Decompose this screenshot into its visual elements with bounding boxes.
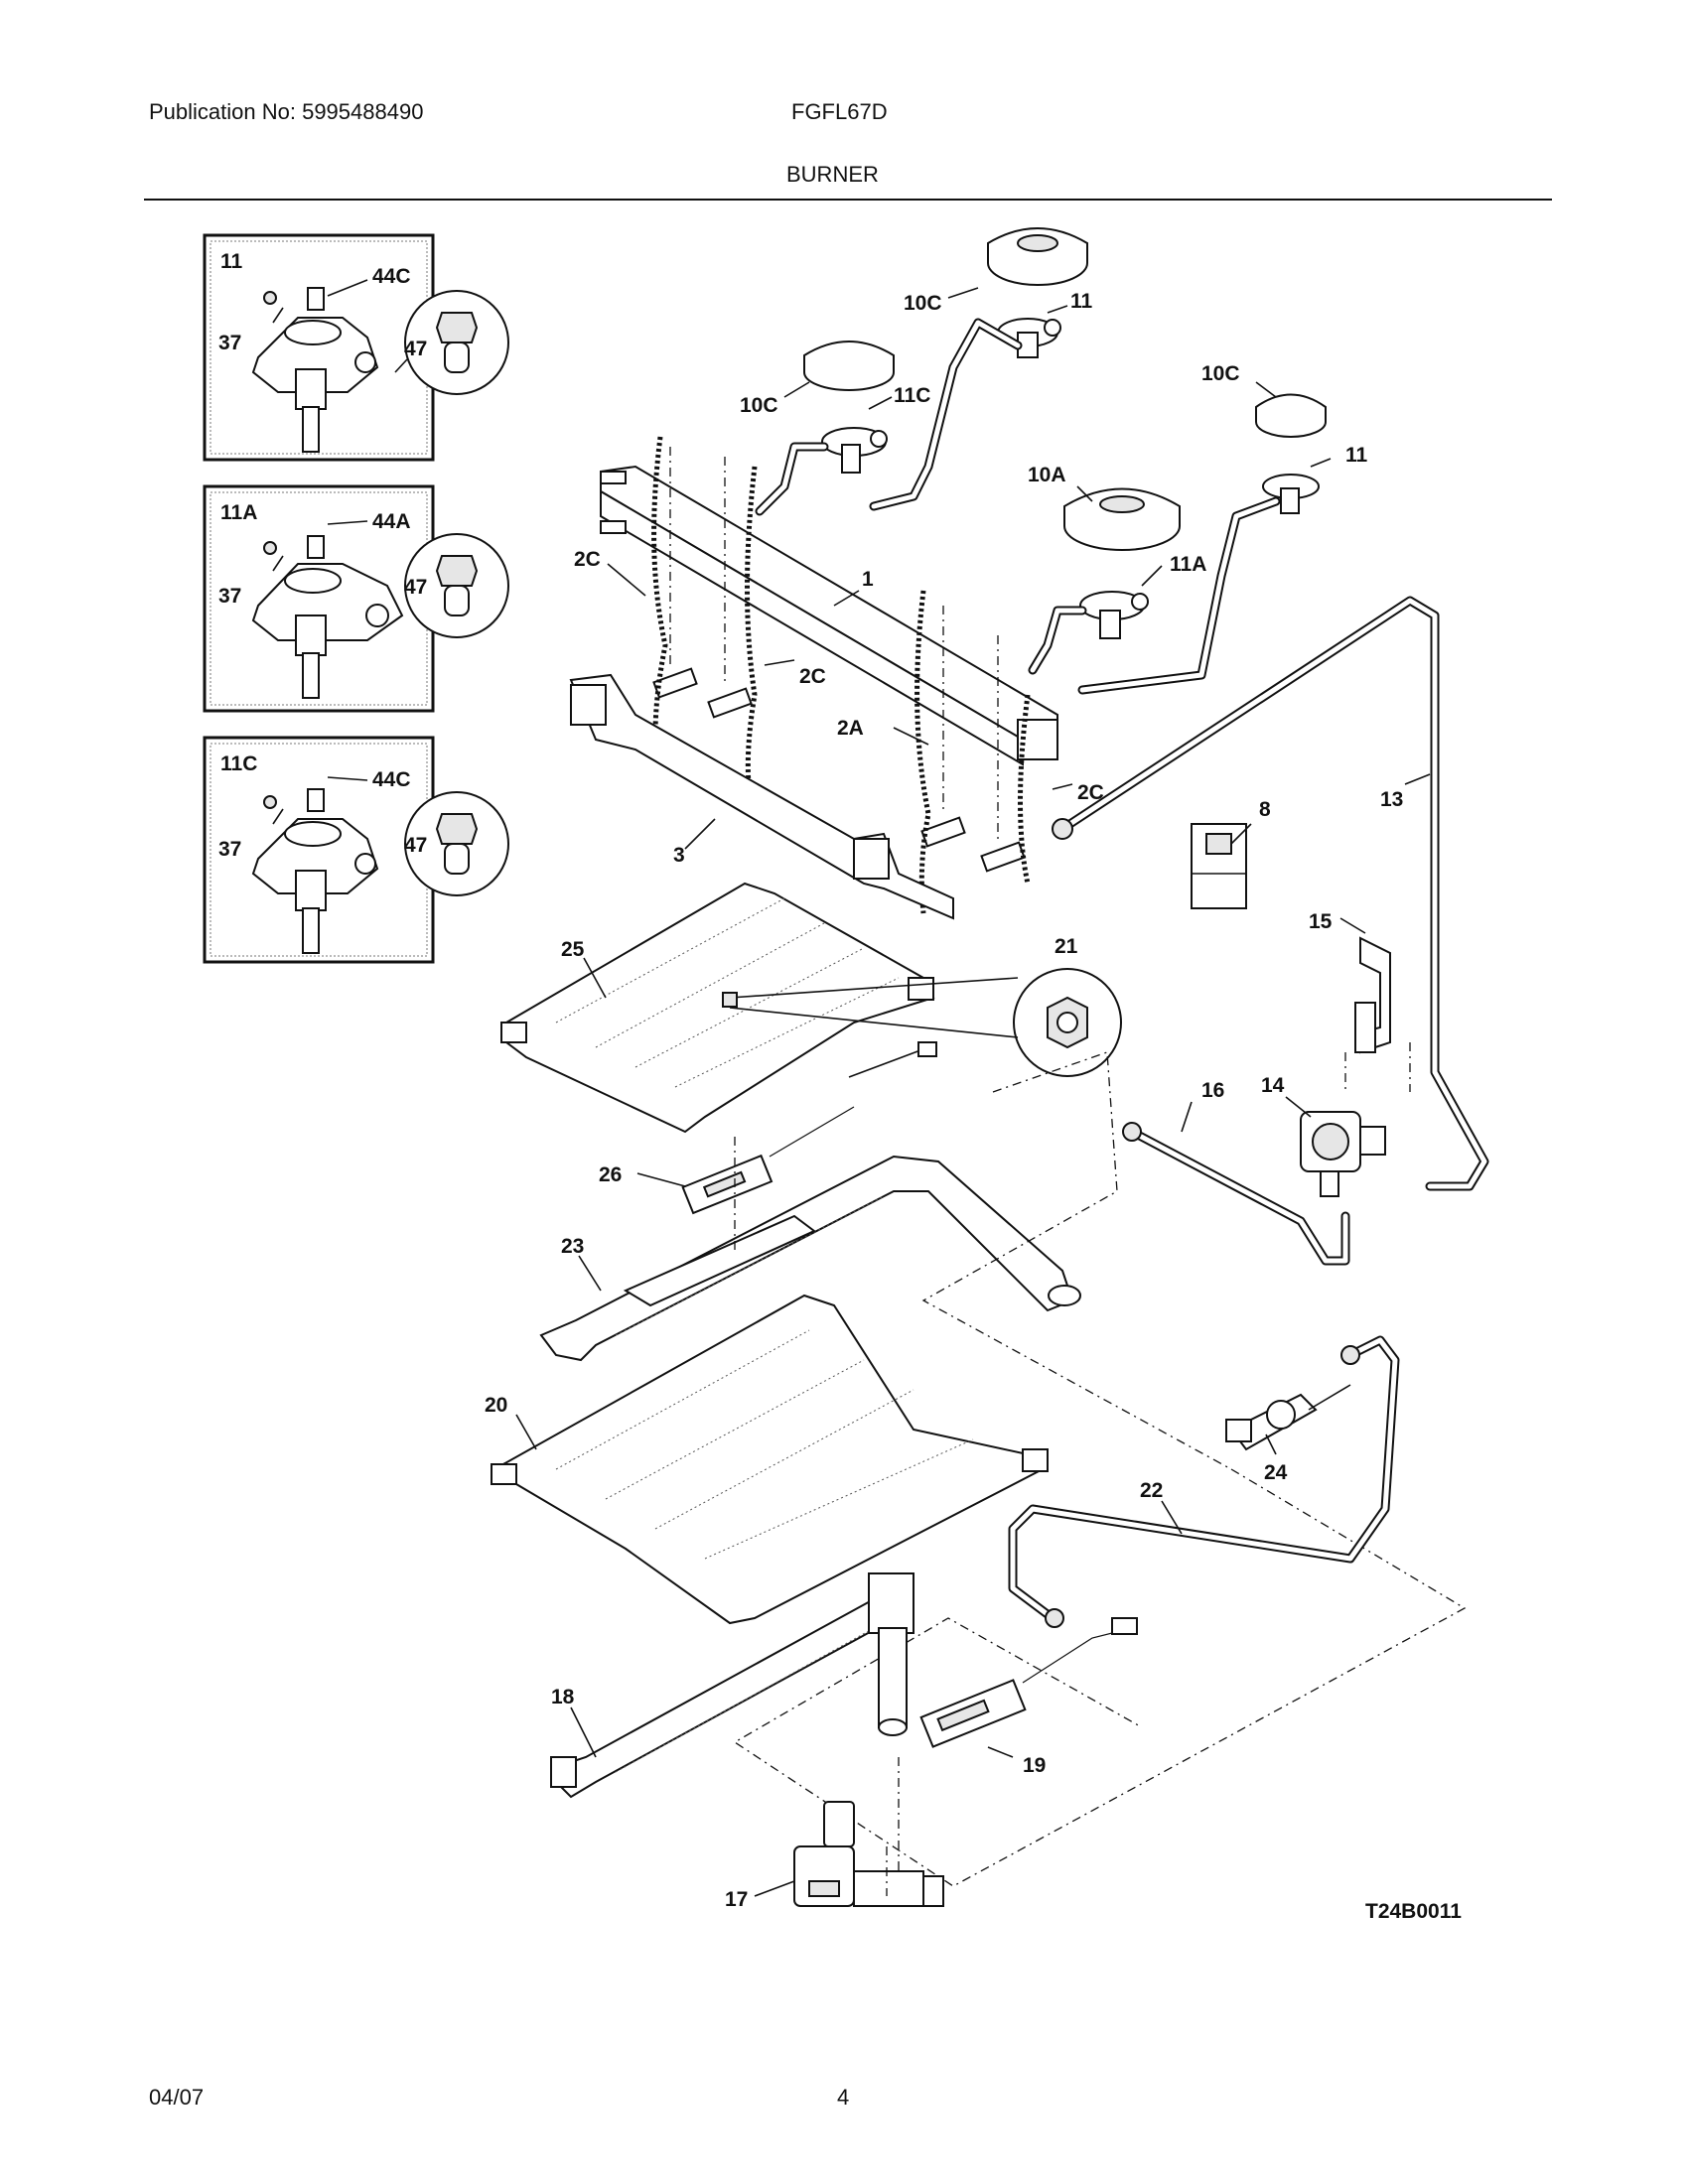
inset-panel-11c: 11C 44C 37 47 [203, 736, 509, 964]
valve-11c [821, 427, 888, 474]
burner-tube-23 [539, 1155, 1081, 1362]
callout-1: 1 [862, 568, 874, 591]
valve-drawing-icon [251, 535, 404, 699]
callout-2a: 2A [837, 717, 864, 740]
assembly-guide [921, 1051, 1232, 1470]
leader-lines [515, 287, 1431, 1897]
inset-detail-label: 47 [404, 338, 427, 360]
callout-13: 13 [1380, 788, 1403, 811]
manifold-bracket [600, 465, 1058, 766]
model-number: FGFL67D [791, 99, 888, 124]
burner-head-10c-right [1255, 393, 1327, 438]
callout-15: 15 [1309, 910, 1333, 933]
callout-10c-right: 10C [1201, 362, 1240, 385]
heat-shield-20 [491, 1294, 1049, 1625]
tube-22 [1008, 1335, 1400, 1623]
spark-wire [745, 466, 758, 795]
callout-22: 22 [1140, 1479, 1163, 1502]
callout-20: 20 [485, 1394, 507, 1417]
inset-orifice-label: 44A [372, 510, 411, 533]
callout-24: 24 [1264, 1461, 1288, 1484]
spark-module-8 [1191, 823, 1247, 909]
valve-drawing-icon [251, 788, 379, 954]
broil-burner-18 [550, 1572, 914, 1799]
callout-19: 19 [1023, 1754, 1046, 1777]
callout-14: 14 [1261, 1074, 1285, 1097]
callout-2c-mid: 2C [799, 665, 826, 688]
callout-21: 21 [1055, 935, 1078, 958]
igniter-19 [919, 1617, 1138, 1748]
supply-tube [869, 318, 1023, 511]
valve-11a [1079, 591, 1149, 639]
inset-screw-label: 37 [218, 585, 241, 608]
burner-baffle [623, 1214, 816, 1307]
valve-drawing-icon [251, 287, 379, 453]
manifold-rail-3 [569, 673, 954, 920]
callout-16: 16 [1201, 1079, 1224, 1102]
callout-18: 18 [551, 1686, 575, 1708]
burner-head-10a [1063, 487, 1181, 551]
section-title: BURNER [786, 162, 879, 187]
footer-date: 04/07 [149, 2085, 205, 2110]
valve-11-right [1262, 474, 1320, 514]
callout-2c-right: 2C [1077, 781, 1104, 804]
callout-26: 26 [599, 1163, 622, 1186]
inset-panel-11a: 11A 44A 37 47 [203, 484, 509, 713]
inset-orifice-label: 44C [372, 265, 411, 288]
publication-number: Publication No: 5995488490 [149, 99, 424, 124]
callout-10c-top: 10C [904, 292, 942, 315]
callout-17: 17 [725, 1888, 748, 1911]
inset-orifice-label: 44C [372, 768, 411, 791]
igniter-lead [848, 1046, 929, 1078]
callout-25: 25 [561, 938, 585, 961]
pressure-regulator-14 [1300, 1111, 1386, 1197]
inset-screw-label: 37 [218, 332, 241, 354]
inset-valve-label: 11A [220, 501, 257, 524]
callout-23: 23 [561, 1235, 584, 1258]
header-divider [144, 199, 1552, 201]
spark-wire [651, 436, 668, 736]
inset-detail-label: 47 [404, 834, 427, 857]
burner-head-10c-top [987, 227, 1088, 286]
callout-3: 3 [673, 844, 685, 867]
inset-screw-label: 37 [218, 838, 241, 861]
inset-valve-label: 11 [220, 250, 243, 273]
callout-10c-left: 10C [740, 394, 778, 417]
inset-panel-11: 11 44C 37 47 [203, 233, 509, 462]
orifice-holder-24 [1225, 1393, 1318, 1451]
callout-11-right: 11 [1345, 444, 1368, 467]
diagram-code: T24B0011 [1365, 1900, 1462, 1923]
callout-2c-left: 2C [574, 548, 601, 571]
bracket-15 [1344, 936, 1411, 1092]
callout-8: 8 [1259, 798, 1271, 821]
safety-valve-17 [793, 1801, 944, 1907]
callout-10a: 10A [1028, 464, 1066, 486]
page-number: 4 [837, 2085, 850, 2110]
burner-valve-pair-left [652, 447, 753, 719]
inset-valve-label: 11C [220, 752, 257, 775]
callout-11a: 11A [1170, 553, 1206, 576]
burner-head-10c-left [803, 341, 895, 391]
heat-shield-25 [500, 882, 935, 1134]
callout-11-top: 11 [1070, 290, 1093, 313]
spark-wire [914, 590, 931, 914]
inset-detail-label: 47 [404, 576, 427, 599]
callout-11c: 11C [894, 384, 930, 407]
